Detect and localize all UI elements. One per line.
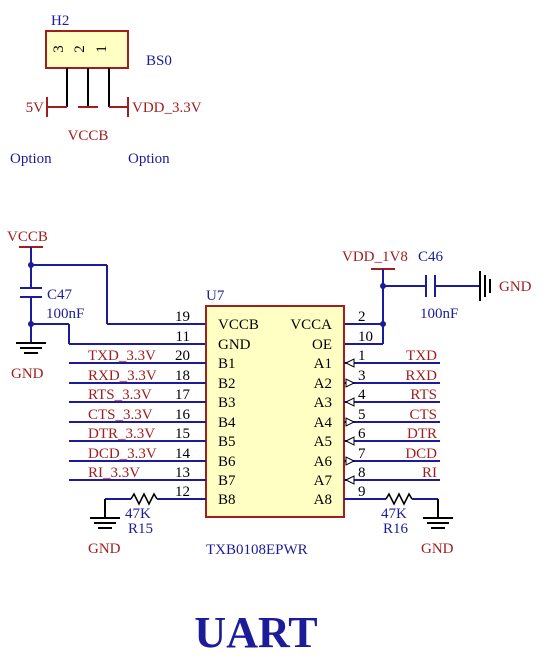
net-label-b3: RTS_3.3V [88, 387, 152, 403]
r15-value: 47K [125, 506, 151, 522]
ic-pin-name-a7: A7 [314, 473, 333, 489]
ic-pin-name-b8: B8 [218, 492, 236, 508]
pin-direction-arrow-a1 [344, 358, 355, 368]
ic-pin-name-b6: B6 [218, 454, 236, 470]
net-label-a4: CTS [409, 407, 437, 423]
net-label-b4: CTS_3.3V [88, 407, 153, 423]
ic-pin-number-15: 15 [175, 426, 190, 442]
ic-pin-name-a4: A4 [314, 415, 333, 431]
ic-body [205, 305, 345, 518]
ic-pin-number-6: 6 [358, 426, 366, 442]
net-vccb-label: VCCB [68, 128, 109, 144]
header-pin-3-label: 3 [51, 45, 67, 53]
option-right-label: Option [128, 151, 170, 167]
left-vccb-label: VCCB [7, 229, 48, 245]
pin-direction-arrow-a7 [344, 475, 355, 485]
gnd-r16-label: GND [421, 541, 454, 557]
r16-value: 47K [381, 506, 407, 522]
ic-pin-number-17: 17 [175, 387, 191, 403]
net-label-a3: RTS [410, 387, 437, 403]
ic-pin-number-5: 5 [358, 407, 366, 423]
ic-pin-name-b3: B3 [218, 395, 236, 411]
vdd18-label: VDD_1V8 [342, 249, 408, 265]
net-label-a7: RI [422, 465, 437, 481]
net-5v-label: 5V [26, 100, 45, 116]
header-ref: H2 [51, 13, 69, 29]
ic-pin-number-16: 16 [175, 407, 191, 423]
net-label-b1: TXD_3.3V [88, 348, 156, 364]
ic-pin-name-b4: B4 [218, 415, 236, 431]
vcca-junction [380, 321, 386, 327]
ic-pin-name-a3: A3 [314, 395, 332, 411]
ic-pin-name-a8: A8 [314, 492, 332, 508]
pin-direction-arrow-a3 [344, 397, 355, 407]
r16-resistor-zigzag [385, 492, 413, 506]
header-pin-2-label: 2 [72, 45, 88, 53]
ic-pin-number-3: 3 [358, 368, 366, 384]
ic-pin-number-7: 7 [358, 446, 366, 462]
net-label-a6: DCD [405, 446, 437, 462]
header-pin-1-label: 1 [94, 45, 110, 53]
ic-pin-number-4: 4 [358, 387, 366, 403]
net-label-b5: DTR_3.3V [88, 426, 155, 442]
ic-pin-name-vcca: VCCA [290, 317, 332, 333]
ic-pin-number-19: 19 [175, 309, 190, 325]
ic-pin-name-a1: A1 [314, 356, 332, 372]
ic-pin-number-10: 10 [358, 329, 373, 345]
pin-direction-arrow-a6 [345, 456, 356, 466]
ic-pin-number-14: 14 [175, 446, 191, 462]
ic-left-pins: VCCB19GND11B120TXD_3.3VB218RXD_3.3VB317R… [69, 309, 259, 508]
ic-pin-name-b2: B2 [218, 376, 236, 392]
ic-pin-name-oe: OE [312, 337, 332, 353]
r15-resistor-zigzag [130, 492, 158, 506]
ic-pin-number-1: 1 [358, 348, 366, 364]
ic-pin-name-b1: B1 [218, 356, 236, 372]
gnd-left-label: GND [11, 366, 44, 382]
net-label-b2: RXD_3.3V [88, 368, 157, 384]
header-name: BS0 [146, 53, 172, 69]
sheet-title: UART [194, 608, 317, 657]
c46-value: 100nF [420, 306, 458, 322]
ic-pin-name-b5: B5 [218, 434, 236, 450]
ic-pin-name-gnd: GND [218, 337, 251, 353]
gnd-cap-label: GND [499, 279, 532, 295]
pin-direction-arrow-a4 [345, 417, 356, 427]
ic-pin-name-a2: A2 [314, 376, 332, 392]
c47-value: 100nF [46, 306, 84, 322]
ic-pin-name-a5: A5 [314, 434, 332, 450]
c46-ref: C46 [418, 249, 444, 265]
ic-pin-name-b7: B7 [218, 473, 236, 489]
gnd-r15-label: GND [88, 541, 121, 557]
ic-pin-number-11: 11 [176, 329, 190, 345]
ic-pin-number-8: 8 [358, 465, 366, 481]
net-label-b7: RI_3.3V [88, 465, 140, 481]
ic-pin-number-12: 12 [175, 484, 190, 500]
r15-ref: R15 [128, 521, 153, 537]
ic-pin-name-vccb: VCCB [218, 317, 259, 333]
net-vdd33-label: VDD_3.3V [132, 100, 202, 116]
r16-ref: R16 [383, 521, 409, 537]
pin-direction-arrow-a2 [345, 378, 356, 388]
option-left-label: Option [10, 151, 52, 167]
c47-ref: C47 [47, 287, 73, 303]
net-label-b6: DCD_3.3V [88, 446, 157, 462]
ic-ref: U7 [206, 288, 225, 304]
pin-direction-arrow-a5 [344, 436, 355, 446]
ic-pin-number-18: 18 [175, 368, 190, 384]
ic-part-number: TXB0108EPWR [206, 542, 308, 558]
net-label-a2: RXD [405, 368, 437, 384]
ic-pin-number-9: 9 [358, 484, 366, 500]
net-label-a1: TXD [406, 348, 437, 364]
ic-pin-number-20: 20 [175, 348, 190, 364]
ic-pin-number-13: 13 [175, 465, 190, 481]
net-label-a5: DTR [407, 426, 437, 442]
ic-pin-number-2: 2 [358, 309, 366, 325]
ic-pin-name-a6: A6 [314, 454, 333, 470]
